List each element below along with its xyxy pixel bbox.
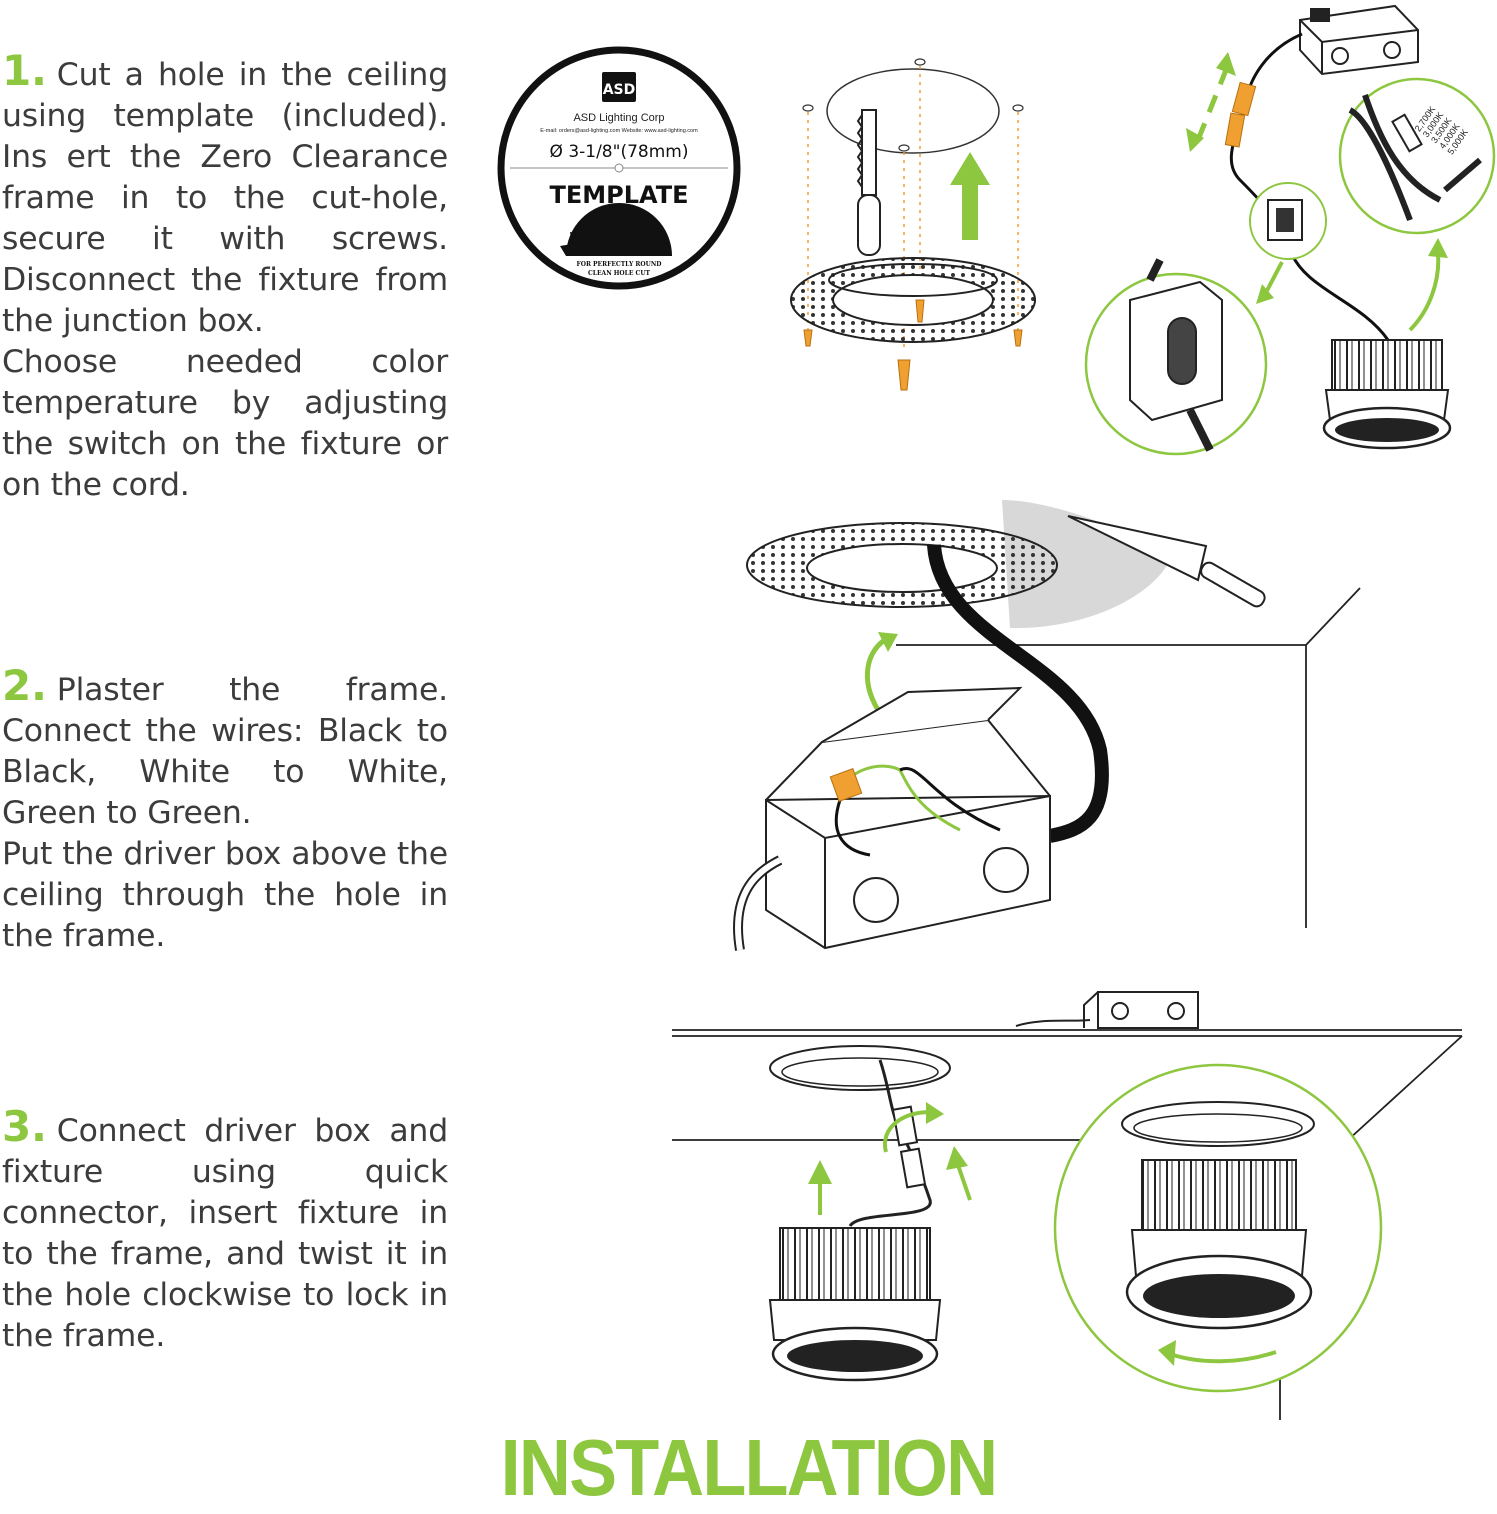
template-diameter: Ø 3-1/8"(78mm) [550, 142, 689, 162]
fixture-icon [1322, 339, 1452, 450]
step-2-paragraph-2: Put the driver box above the ceiling thr… [2, 836, 448, 954]
step-3-text-1: Connect driver box and fixture using qui… [2, 1113, 448, 1354]
installation-title: INSTALLATION [500, 1423, 998, 1512]
up-arrow-icon [950, 152, 990, 240]
step-1-paragraph-2: Choose needed color temperature by adjus… [2, 344, 448, 503]
step-2-text-1: Plaster the frame. Connect the wires: Bl… [2, 672, 448, 831]
asd-logo-icon [602, 72, 636, 102]
screw-icons [803, 299, 1023, 391]
step-3-instructions: 3.Connect driver box and fixture using q… [2, 1106, 448, 1357]
step-1-text-1: Cut a hole in the ceiling using template… [2, 57, 448, 339]
fixture-right-icon [1125, 1159, 1313, 1330]
step-2-paragraph-1: 2.Plaster the frame. Connect the wires: … [2, 665, 448, 834]
step-2-illustration [733, 500, 1361, 951]
step-3-number: 3. [2, 1102, 47, 1151]
twist-arrow-icon [1158, 1340, 1176, 1366]
step-3-illustration [672, 991, 1463, 1420]
step-1-instructions: 1.Cut a hole in the ceiling using templa… [2, 50, 448, 506]
step-2-instructions: 2.Plaster the frame. Connect the wires: … [2, 665, 448, 957]
template-footer-2: CLEAN HOLE CUT [588, 270, 651, 277]
template-contact: E-mail: orders@asd-lighting.com Website:… [540, 128, 698, 134]
jigsaw-icon [856, 109, 881, 256]
step-1-frame-illustration [790, 58, 1036, 391]
template-badge: ASD ASD Lighting Corp E-mail: orders@asd… [497, 46, 741, 290]
step-1-driver-illustration: 2,700K 3,000K 3,500K 4,000K 5,000K [1084, 4, 1496, 456]
template-footer-1: FOR PERFECTLY ROUND [576, 261, 661, 268]
fixture-left-icon [768, 1227, 942, 1382]
template-company: ASD Lighting Corp [573, 112, 664, 124]
step-3-paragraph-1: 3.Connect driver box and fixture using q… [2, 1106, 448, 1357]
step-1-paragraph-1: 1.Cut a hole in the ceiling using templa… [2, 50, 448, 342]
step-1-number: 1. [2, 46, 47, 95]
saw-blade-icon [560, 203, 672, 256]
template-logo: ASD [603, 82, 636, 98]
step-2-number: 2. [2, 661, 47, 710]
